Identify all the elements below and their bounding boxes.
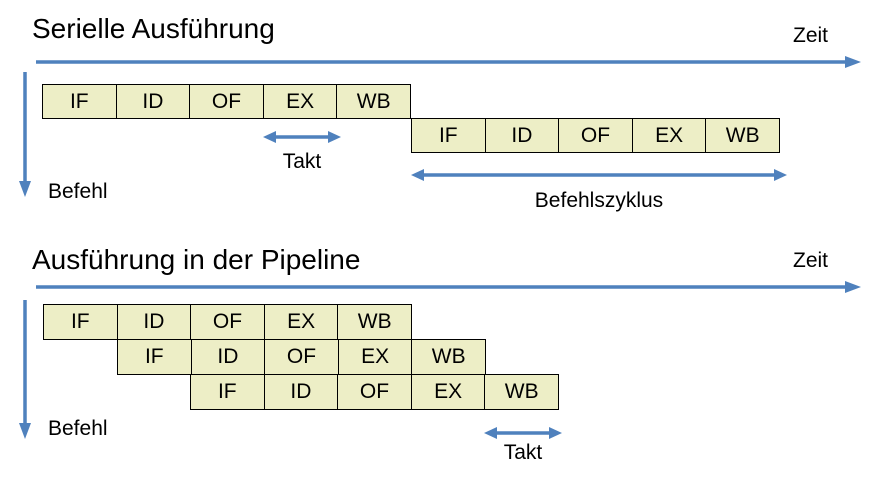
stage-cell: OF <box>337 374 412 410</box>
stage-cell: WB <box>705 118 780 153</box>
stage-cell: OF <box>264 339 339 375</box>
stage-cell: EX <box>631 118 707 153</box>
clock-span-arrow-icon <box>263 131 341 143</box>
stage-cell: WB <box>336 84 411 119</box>
stage-cell: IF <box>42 84 117 119</box>
stage-cell: IF <box>117 339 192 375</box>
stage-cell: EX <box>262 84 338 119</box>
stage-cell: IF <box>411 118 486 153</box>
serial-time-label: Zeit <box>793 24 829 47</box>
stage-cell: OF <box>189 84 264 119</box>
stage-cell: IF <box>190 374 265 410</box>
instruction-cycle-arrow-icon <box>411 169 787 181</box>
pipeline-clock-label: Takt <box>503 441 543 464</box>
stage-cell: ID <box>190 339 266 375</box>
stage-cell: ID <box>484 118 560 153</box>
pipeline-instruction-label: Befehl <box>48 417 108 440</box>
pipeline-title: Ausführung in der Pipeline <box>32 244 361 275</box>
time-axis-arrow-icon <box>36 56 861 68</box>
stage-cell: IF <box>43 304 118 340</box>
stage-cell: WB <box>484 374 559 410</box>
stage-cell: OF <box>558 118 633 153</box>
clock-span-arrow-icon <box>484 427 562 439</box>
stage-cell: WB <box>411 339 486 375</box>
stage-cell: ID <box>263 374 339 410</box>
serial-clock-label: Takt <box>282 150 322 173</box>
stage-cell: EX <box>337 339 413 375</box>
time-axis-arrow-icon <box>36 281 861 293</box>
stage-cell: WB <box>337 304 412 340</box>
stage-cell: EX <box>263 304 339 340</box>
serial-instruction-label: Befehl <box>48 180 108 203</box>
stage-cell: OF <box>190 304 265 340</box>
instruction-cycle-label: Befehlszyklus <box>534 189 664 212</box>
pipeline-time-label: Zeit <box>793 249 829 272</box>
stage-cell: ID <box>115 84 191 119</box>
instruction-axis-arrow-icon <box>19 300 31 439</box>
stage-cell: ID <box>116 304 192 340</box>
serial-title: Serielle Ausführung <box>32 13 275 44</box>
stage-cell: EX <box>410 374 486 410</box>
instruction-axis-arrow-icon <box>19 72 31 197</box>
